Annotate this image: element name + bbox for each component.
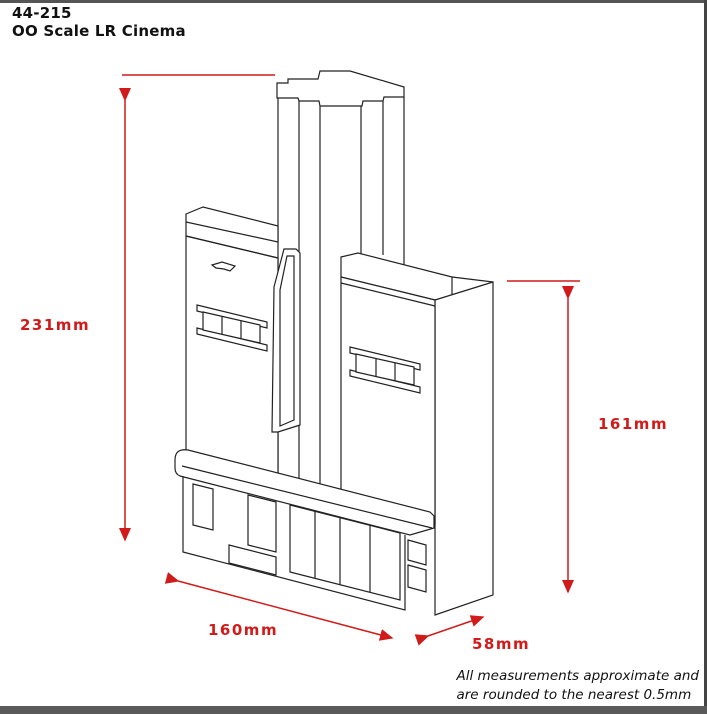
bottom-border <box>0 706 707 714</box>
dimension-width: 160mm <box>208 621 279 639</box>
product-code: 44-215 <box>12 4 72 22</box>
note-line-1: All measurements approximate and <box>456 668 699 684</box>
building <box>174 70 494 616</box>
dimension-height-total: 231mm <box>20 316 91 334</box>
dimension-height-side: 161mm <box>598 415 669 433</box>
top-border <box>0 0 707 3</box>
measurement-note: All measurements approximate and are rou… <box>456 667 699 705</box>
window-left <box>196 304 268 352</box>
product-title: OO Scale LR Cinema <box>12 22 186 40</box>
header: 44-215 OO Scale LR Cinema <box>12 4 186 40</box>
note-line-2: are rounded to the nearest 0.5mm <box>456 687 692 703</box>
dimension-depth: 58mm <box>472 635 531 653</box>
dimension-lines <box>119 74 580 646</box>
right-border <box>704 0 707 714</box>
window-right <box>349 346 421 394</box>
